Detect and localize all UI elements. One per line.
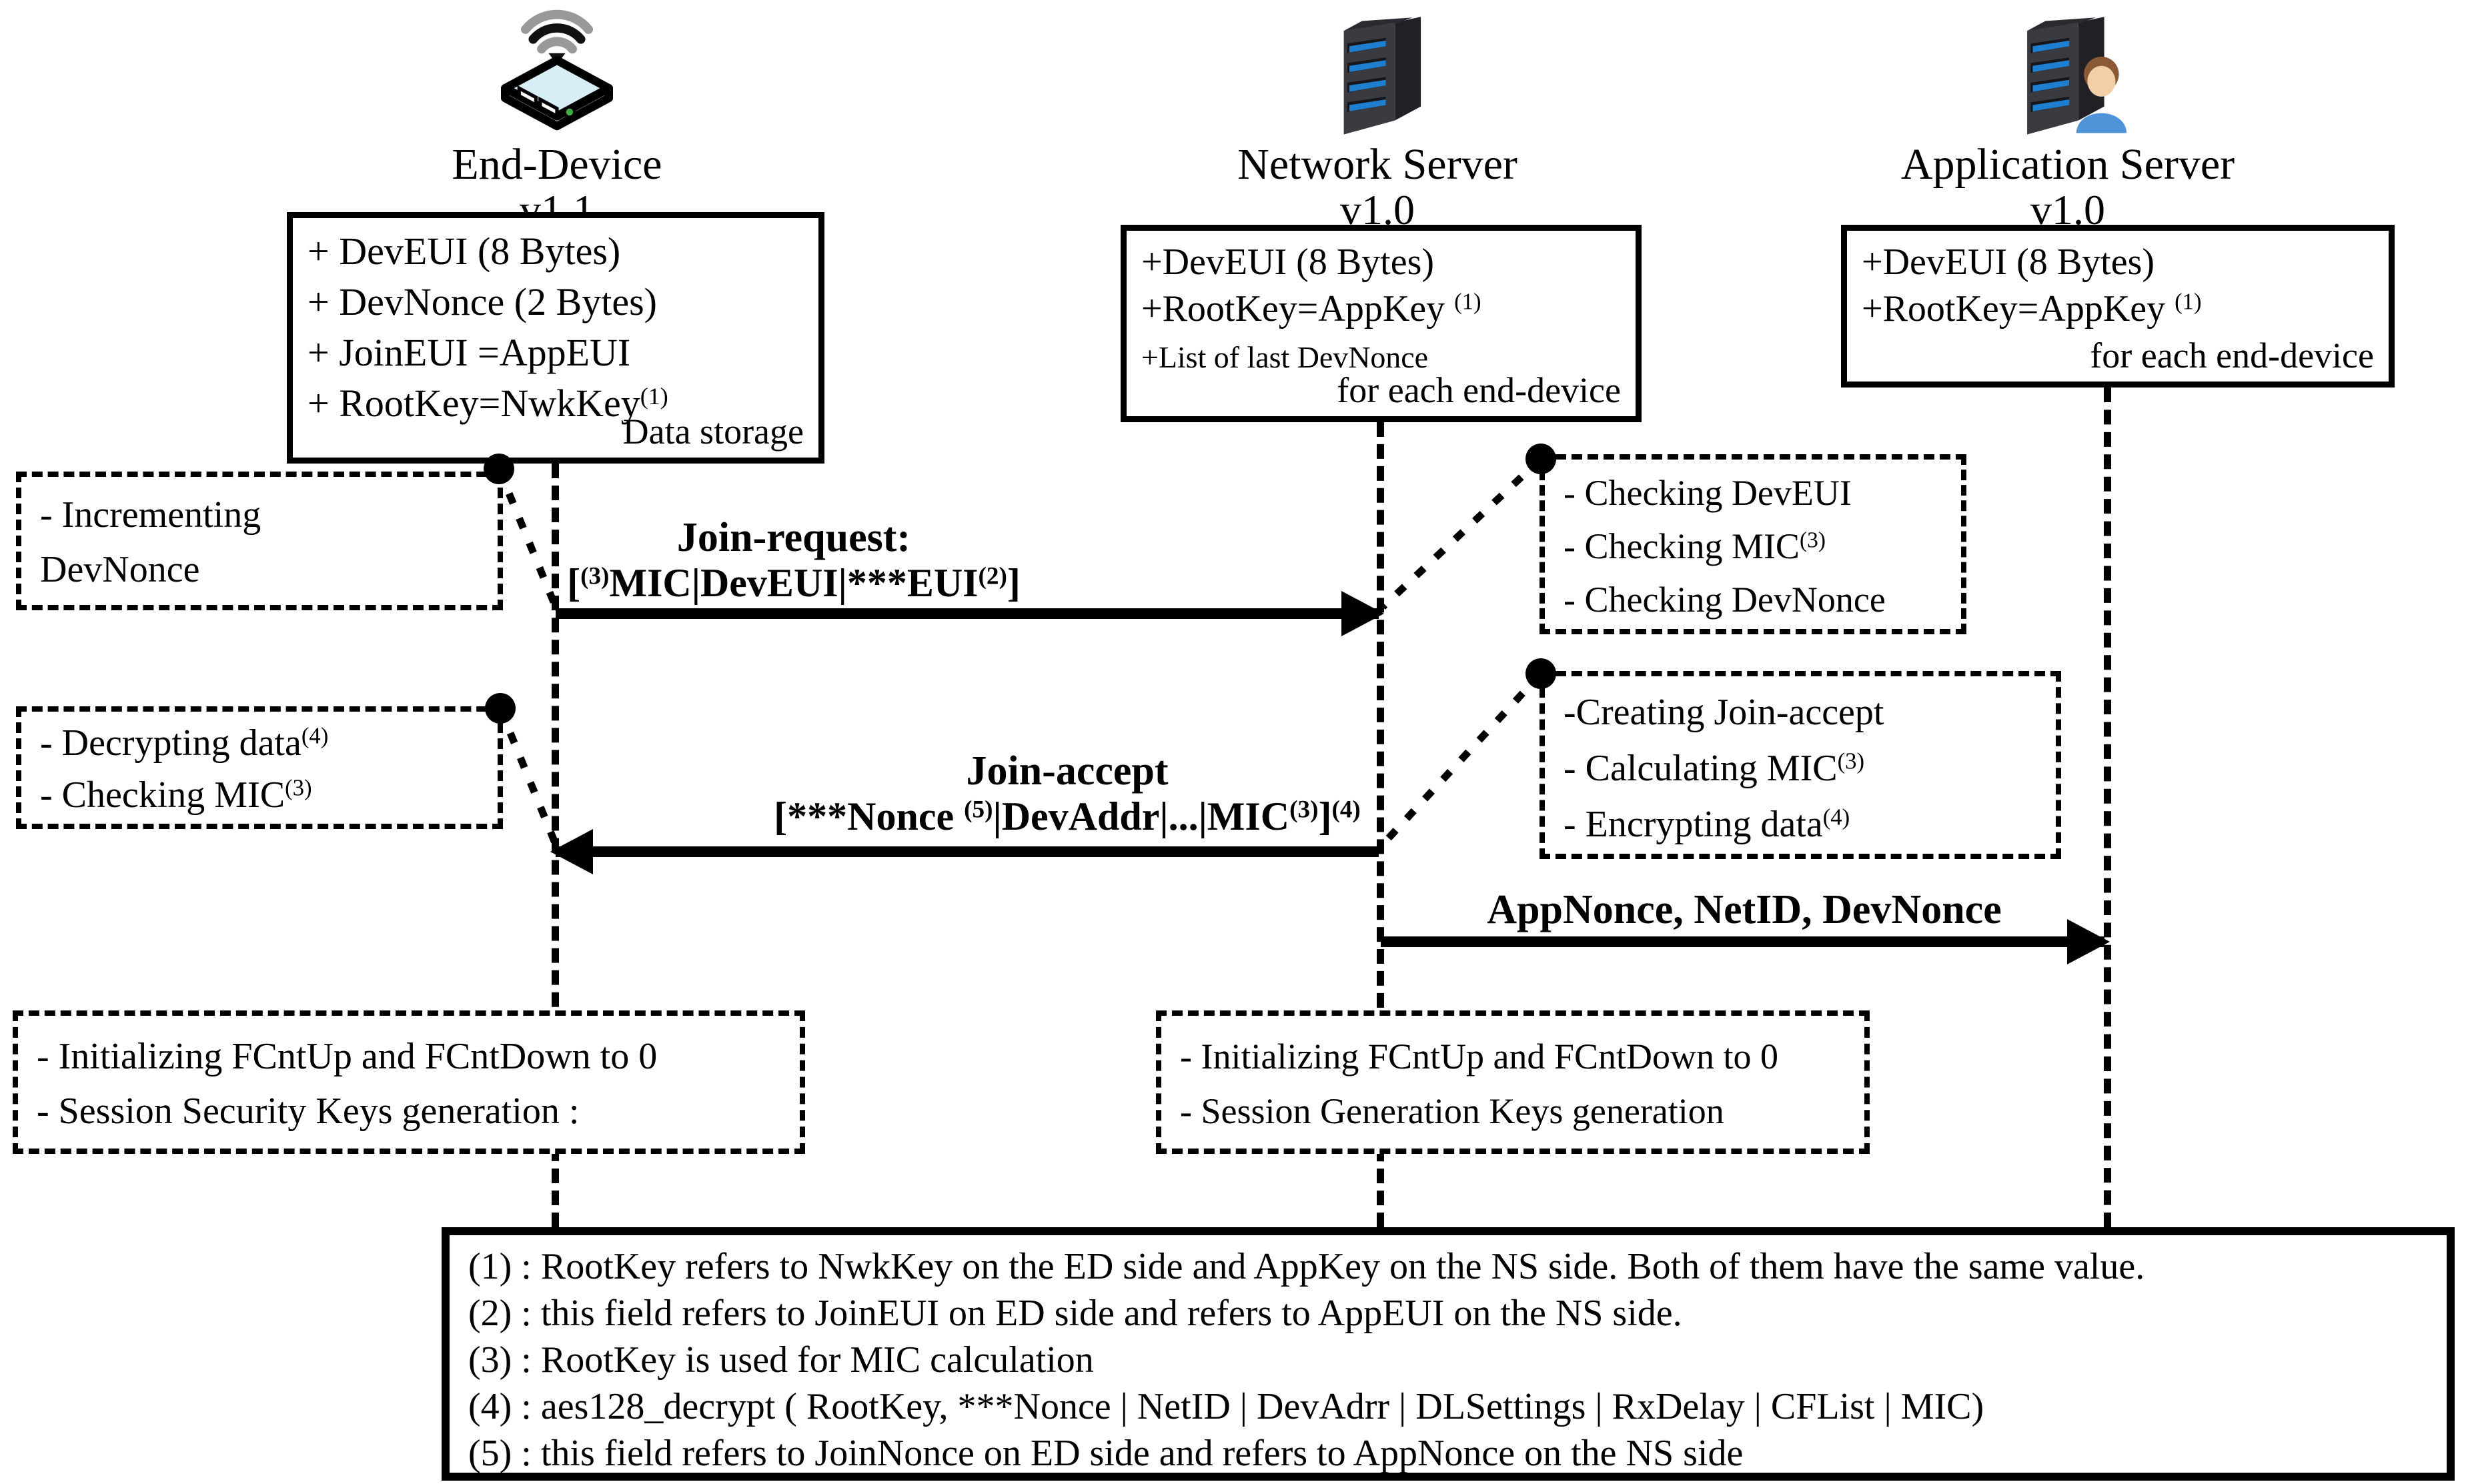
footnote-5: (5) : this field refers to JoinNonce on …: [468, 1433, 1744, 1474]
action-line: - Session Generation Keys generation: [1180, 1091, 1724, 1131]
join-request-label: Join-request: [(3)MIC|DevEUI|***EUI(2)]: [547, 515, 1041, 606]
action-line: - Initializing FCntUp and FCntDown to 0: [37, 1036, 658, 1077]
entity-name: Application Server: [1900, 140, 2235, 189]
action-line: DevNonce: [40, 549, 200, 590]
entity-version: v1.0: [2030, 186, 2105, 233]
action-line: - Checking DevNonce: [1564, 580, 1886, 620]
join-accept-title: Join-accept: [966, 748, 1169, 794]
action-line: - Checking MIC(3): [1564, 526, 1826, 566]
entity-application-server: Application Server v1.0: [1868, 0, 2268, 232]
arrowhead-right-icon: [1341, 591, 1384, 636]
arrowhead-right-icon: [2067, 919, 2110, 964]
storage-line: + DevEUI (8 Bytes): [307, 229, 621, 273]
storage-line: + RootKey=NwkKey(1): [307, 382, 668, 425]
join-accept-payload: [***Nonce (5)|DevAddr|...|MIC(3)](4): [774, 794, 1361, 838]
storage-note: for each end-device: [2090, 335, 2374, 376]
join-accept-arrow: [550, 829, 1379, 874]
action-line: - Decrypting data(4): [40, 722, 329, 764]
action-line: - Checking DevEUI: [1564, 473, 1852, 513]
server-user-icon: [1991, 0, 2144, 140]
entity-name: End-Device: [452, 140, 662, 189]
footnotes-box: (1) : RootKey refers to NwkKey on the ED…: [442, 1227, 2455, 1481]
network-server-storage-box: +DevEUI (8 Bytes) +RootKey=AppKey (1) +L…: [1121, 225, 1642, 422]
join-request-title: Join-request:: [676, 515, 911, 560]
storage-line: + DevNonce (2 Bytes): [307, 280, 657, 323]
ns-checking-box: - Checking DevEUI - Checking MIC(3) - Ch…: [1539, 454, 1966, 634]
action-line: - Encrypting data(4): [1564, 804, 1850, 845]
storage-line: +DevEUI (8 Bytes): [1862, 241, 2155, 283]
application-server-storage-box: +DevEUI (8 Bytes) +RootKey=AppKey (1) fo…: [1841, 225, 2395, 388]
entity-version: v1.0: [1340, 186, 1415, 233]
footnote-4: (4) : aes128_decrypt ( RootKey, ***Nonce…: [468, 1386, 1984, 1427]
appnonce-label: AppNonce, NetID, DevNonce: [1434, 887, 2054, 932]
footnote-1: (1) : RootKey refers to NwkKey on the ED…: [468, 1246, 2145, 1287]
action-line: - Initializing FCntUp and FCntDown to 0: [1180, 1036, 1778, 1076]
entity-end-device: End-Device v1.1: [357, 0, 757, 232]
action-line: - Checking MIC(3): [40, 774, 312, 816]
storage-line: + JoinEUI =AppEUI: [307, 331, 631, 374]
storage-line: +RootKey=AppKey (1): [1862, 288, 2202, 329]
storage-line: +List of last DevNonce: [1141, 340, 1429, 374]
storage-line: +RootKey=AppKey (1): [1141, 288, 1481, 329]
storage-note: Data storage: [622, 412, 804, 452]
appnonce-text: AppNonce, NetID, DevNonce: [1487, 887, 2002, 932]
ns-creating-join-accept-box: -Creating Join-accept - Calculating MIC(…: [1539, 671, 2061, 859]
ns-session-init-box: - Initializing FCntUp and FCntDown to 0 …: [1156, 1010, 1870, 1154]
entity-network-server: Network Server v1.0: [1177, 0, 1578, 232]
action-line: - Session Security Keys generation :: [37, 1090, 580, 1132]
wireless-device-icon: [480, 0, 634, 140]
ed-session-init-box: - Initializing FCntUp and FCntDown to 0 …: [13, 1010, 805, 1154]
action-line: -Creating Join-accept: [1564, 692, 1884, 733]
join-accept-label: Join-accept [***Nonce (5)|DevAddr|...|MI…: [760, 748, 1374, 839]
entity-name: Network Server: [1237, 140, 1517, 189]
arrowhead-left-icon: [550, 829, 593, 874]
storage-note: for each end-device: [1337, 370, 1621, 410]
action-line: - Calculating MIC(3): [1564, 748, 1865, 789]
footnote-3: (3) : RootKey is used for MIC calculatio…: [468, 1339, 1094, 1381]
storage-line: +DevEUI (8 Bytes): [1141, 241, 1435, 283]
join-request-arrow: [556, 591, 1384, 636]
join-request-payload: [(3)MIC|DevEUI|***EUI(2)]: [567, 561, 1021, 605]
appnonce-arrow: [1381, 919, 2110, 964]
action-line: - Incrementing: [40, 494, 261, 536]
application-server-lifeline: [2104, 388, 2111, 1227]
footnote-2: (2) : this field refers to JoinEUI on ED…: [468, 1293, 1682, 1334]
incrementing-devnonce-box: - Incrementing DevNonce: [16, 472, 503, 610]
end-device-storage-box: + DevEUI (8 Bytes) + DevNonce (2 Bytes) …: [287, 212, 824, 464]
server-icon: [1301, 0, 1454, 140]
ed-decrypting-box: - Decrypting data(4) - Checking MIC(3): [16, 706, 503, 829]
